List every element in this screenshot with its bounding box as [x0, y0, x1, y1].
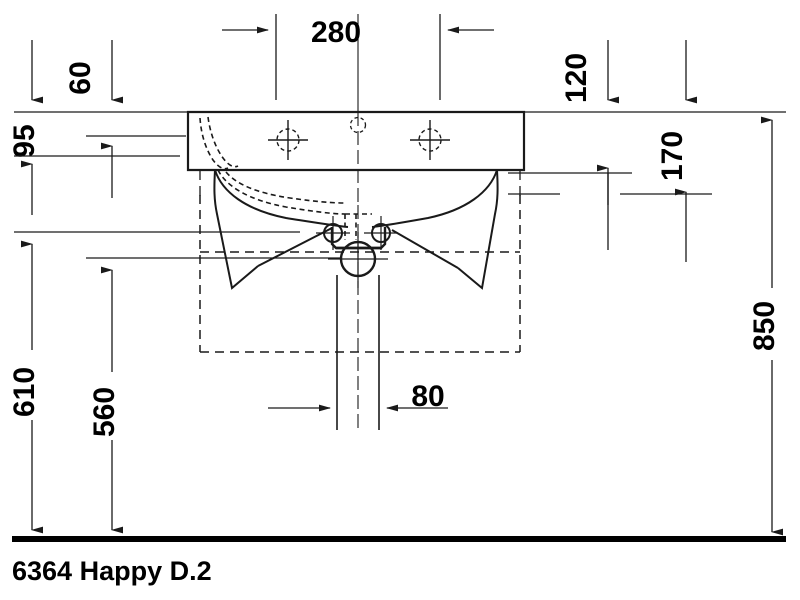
water-supply-left	[316, 216, 350, 250]
drain-pipe	[336, 275, 380, 430]
basin-right-apron	[457, 169, 499, 290]
dimension-label-60: 60	[64, 61, 97, 94]
dimension-label-120: 120	[560, 53, 593, 103]
basin-left-apron	[213, 169, 259, 290]
hidden-bowl-left-wall-b	[207, 116, 239, 168]
basin-right-inner-edge	[391, 229, 459, 269]
dashed-installation-outline	[199, 195, 521, 353]
drawing-caption: 6364 Happy D.2	[12, 556, 212, 586]
drain-outlet	[328, 232, 388, 288]
tap-hole-left	[268, 120, 308, 160]
witness-lines-right	[508, 111, 786, 195]
floor-reference-line	[12, 536, 786, 542]
witness-lines-left	[14, 111, 340, 259]
overflow-circle	[349, 116, 367, 134]
basin-left-underside	[214, 169, 349, 228]
dimension-label-80: 80	[411, 380, 444, 413]
tap-hole-right	[410, 120, 450, 160]
dimension-280	[222, 14, 494, 100]
overflow-hole	[349, 116, 367, 134]
basin-projection-lines	[199, 170, 521, 200]
hidden-bowl-left-wall-a	[199, 117, 229, 170]
washbasin-cross-section	[186, 110, 526, 290]
dimension-label-95: 95	[8, 124, 41, 157]
basin-left-inner-edge	[257, 227, 333, 267]
basin-rim-outline	[186, 110, 526, 172]
dimension-label-170: 170	[656, 131, 689, 181]
dimension-label-560: 560	[88, 387, 121, 437]
water-supply-right	[364, 216, 398, 250]
dimension-label-610: 610	[8, 367, 41, 417]
hidden-bowl-floor-2	[225, 171, 346, 204]
hidden-bowl-floor	[217, 169, 346, 215]
dimension-label-850: 850	[748, 301, 781, 351]
dimension-label-280: 280	[311, 16, 361, 49]
